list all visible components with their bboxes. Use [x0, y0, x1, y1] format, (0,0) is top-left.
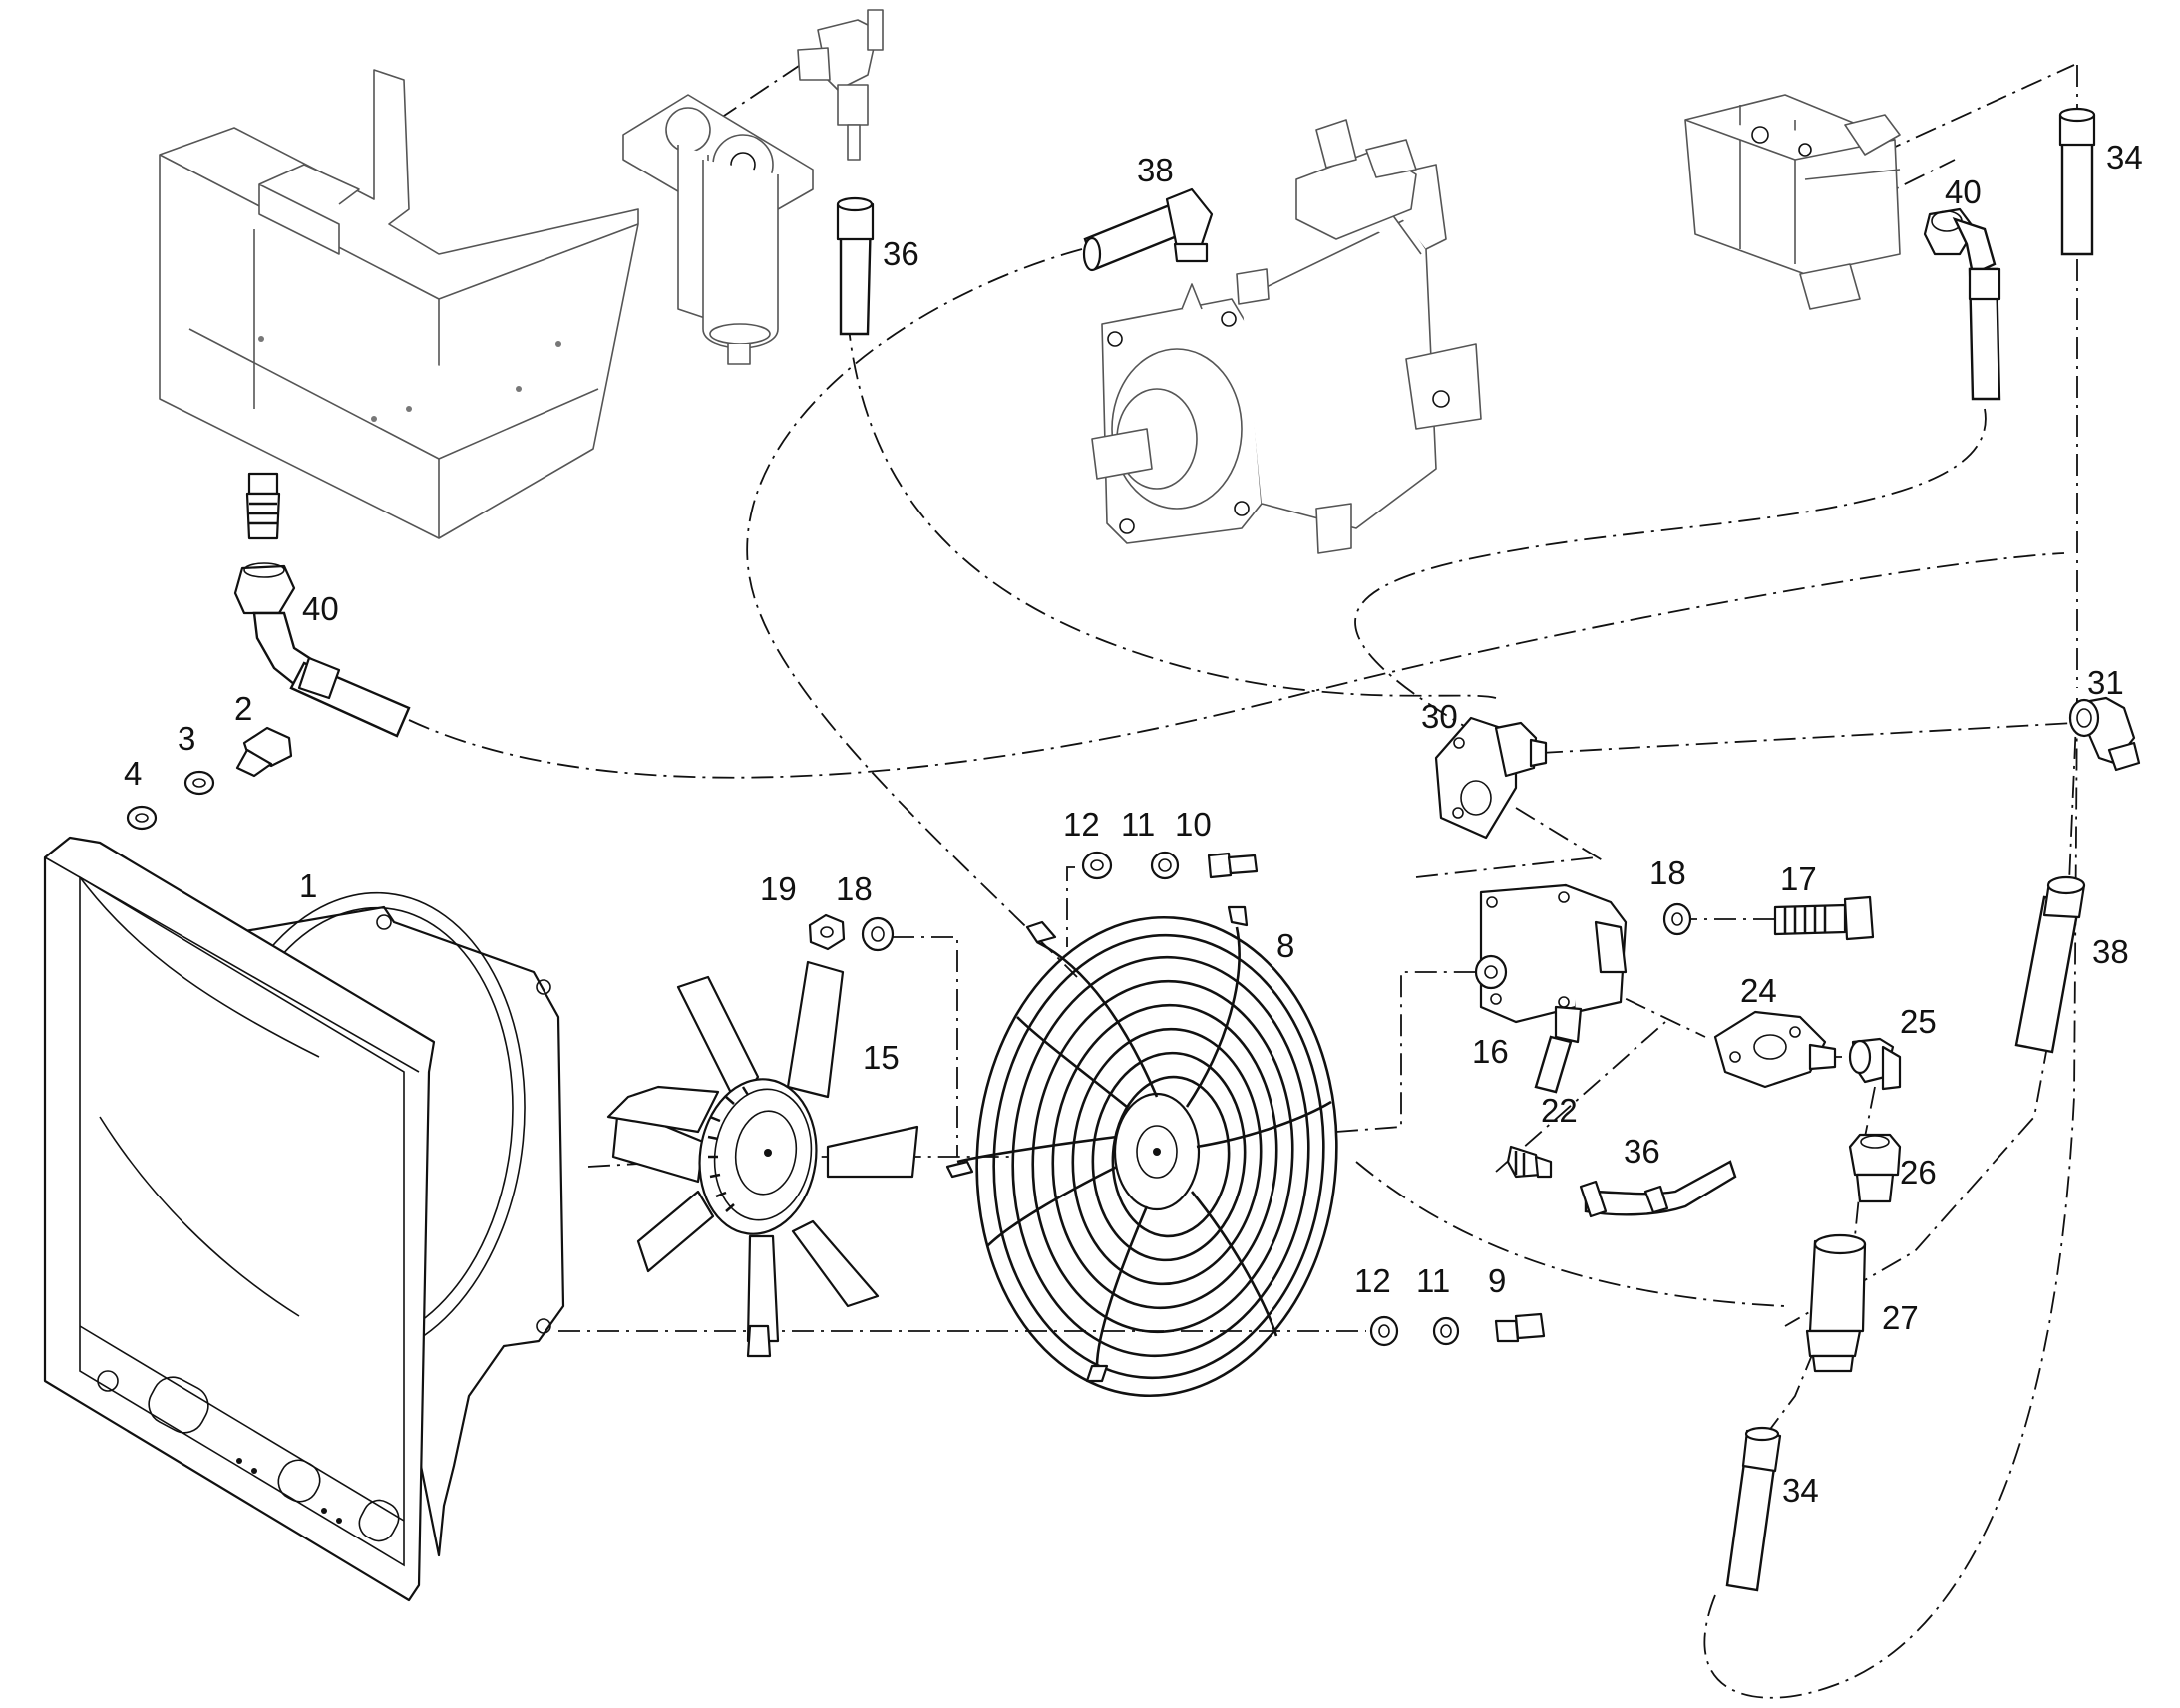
callout-19: 19	[760, 870, 797, 907]
callout-1: 1	[299, 867, 317, 904]
washer-part-18a	[861, 916, 895, 952]
callout-15: 15	[863, 1039, 900, 1076]
washer-part-18b	[1662, 902, 1692, 936]
fan-guard-part-8	[945, 905, 1338, 1398]
callout-4: 4	[124, 755, 142, 792]
adapter-part-22	[1506, 1145, 1553, 1179]
callout-10: 10	[1175, 806, 1212, 843]
callout-18a: 18	[836, 870, 873, 907]
check-valve-part-27	[1805, 1233, 1867, 1373]
pressure-filter	[622, 9, 884, 365]
tank-fitting	[245, 472, 281, 540]
callout-38a: 38	[1137, 152, 1174, 188]
callout-2: 2	[234, 690, 252, 727]
callout-31: 31	[2087, 664, 2124, 701]
callout-22: 22	[1541, 1092, 1578, 1129]
callout-8: 8	[1276, 927, 1294, 964]
bolt-part-17	[1773, 895, 1875, 941]
callout-40a: 40	[302, 590, 339, 627]
hose-part-38a	[1082, 187, 1214, 272]
washer-part-11a	[1150, 851, 1180, 880]
callout-30: 30	[1421, 698, 1458, 735]
elbow-fitting-part-31	[2068, 696, 2141, 772]
callout-17: 17	[1780, 860, 1817, 897]
callout-34a: 34	[2106, 139, 2143, 175]
callout-18b: 18	[1649, 854, 1686, 891]
callout-11a: 11	[1121, 806, 1155, 843]
bolt-part-10	[1207, 852, 1259, 879]
callout-26: 26	[1900, 1154, 1937, 1191]
hose-part-34a	[2058, 107, 2096, 256]
callout-11b: 11	[1416, 1262, 1450, 1299]
callout-labels: 1 2 3 4 8 9 10 11 11 12 12 15 16 17 18 1…	[124, 139, 2143, 1509]
fan-wheel-part-15	[606, 960, 919, 1358]
callout-25: 25	[1900, 1003, 1937, 1040]
callout-34b: 34	[1782, 1472, 1819, 1509]
callout-9: 9	[1488, 1262, 1506, 1299]
elbow-fitting-part-25	[1848, 1037, 1902, 1091]
washer-part-12b	[1369, 1315, 1399, 1347]
callout-27: 27	[1882, 1299, 1919, 1336]
callout-38b: 38	[2092, 933, 2129, 970]
hose-part-36a	[836, 196, 875, 336]
oil-tank	[159, 69, 639, 539]
gear-pump	[1684, 94, 1901, 310]
callout-40b: 40	[1945, 173, 1982, 210]
hydraulic-motor-part-16	[1474, 883, 1628, 1094]
radiator-shroud-part-1	[43, 836, 565, 1602]
hose-part-36b	[1579, 1160, 1737, 1218]
hose-part-40b	[1923, 207, 2001, 401]
callout-16: 16	[1472, 1033, 1509, 1070]
nut-part-19	[808, 913, 846, 951]
callout-3: 3	[178, 720, 195, 757]
callout-36a: 36	[883, 235, 919, 272]
callout-24: 24	[1740, 972, 1777, 1009]
callout-12b: 12	[1354, 1262, 1391, 1299]
flange-fitting-part-30	[1434, 716, 1548, 840]
washer-part-4	[126, 805, 158, 831]
hose-part-38b	[2014, 875, 2086, 1054]
adapter-part-26	[1848, 1133, 1902, 1203]
bolt-part-2	[235, 726, 293, 778]
washer-part-12a	[1081, 851, 1113, 880]
washer-part-11b	[1432, 1316, 1460, 1346]
callout-12a: 12	[1063, 806, 1100, 843]
bolt-part-9	[1494, 1312, 1546, 1343]
washer-part-3	[183, 770, 215, 796]
hose-part-34b	[1725, 1426, 1782, 1592]
callout-36b: 36	[1624, 1133, 1660, 1170]
hydraulic-pump	[1091, 119, 1482, 554]
flange-part-24	[1713, 1010, 1837, 1089]
hose-part-40a	[233, 562, 411, 738]
